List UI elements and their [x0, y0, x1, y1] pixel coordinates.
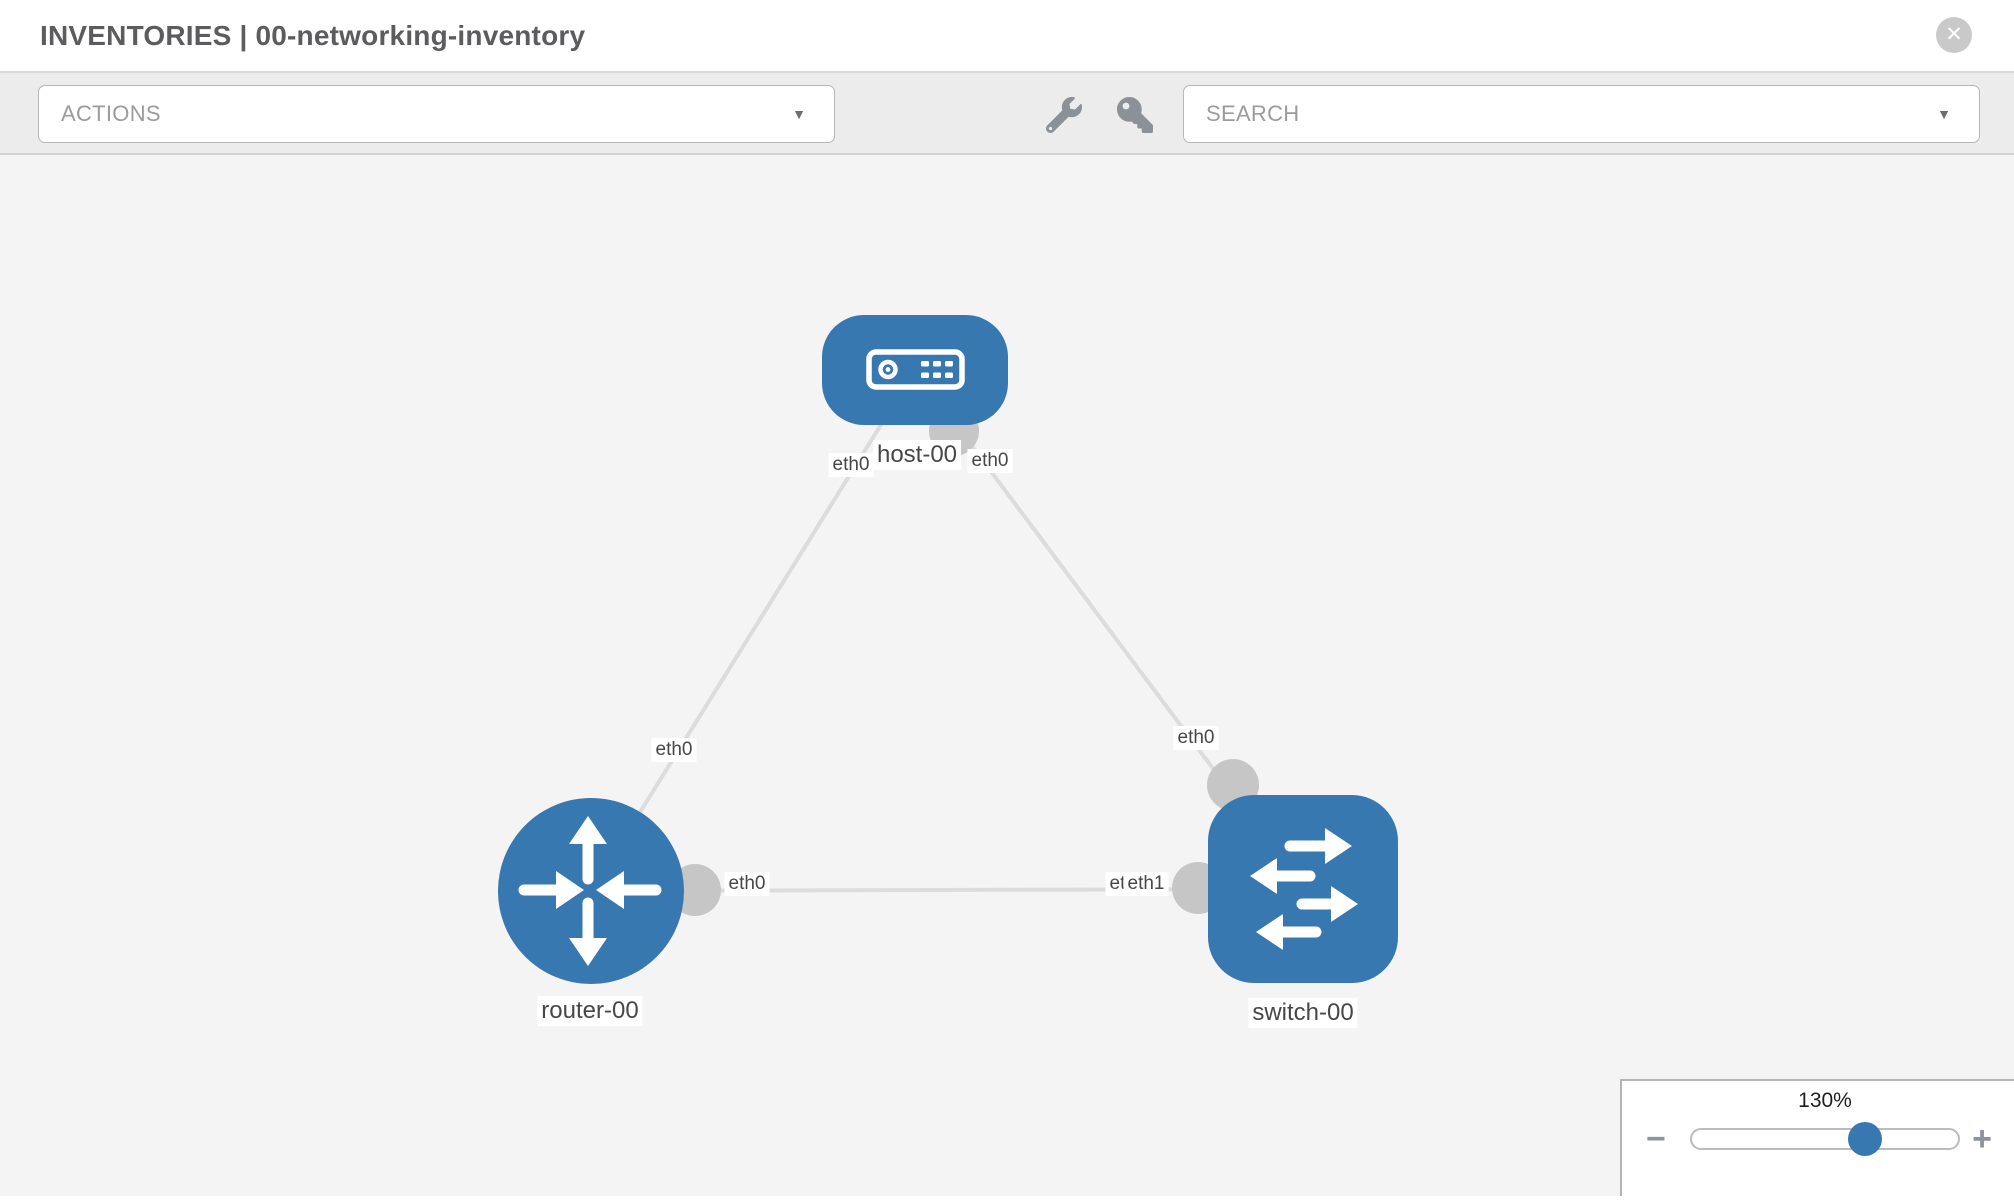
actions-dropdown[interactable]: ACTIONS ▼ — [38, 85, 835, 143]
zoom-level: 130% — [1798, 1089, 1852, 1112]
toolbar: ACTIONS ▼ SEARCH ▼ — [0, 73, 2014, 155]
zoom-out-button[interactable]: − — [1646, 1117, 1666, 1161]
node-switch-00[interactable] — [1208, 795, 1398, 983]
zoom-slider-handle[interactable] — [1848, 1122, 1882, 1156]
close-glyph: ✕ — [1945, 23, 1963, 46]
interface-label: eth0 — [724, 872, 770, 896]
minus-icon: − — [1646, 1120, 1666, 1158]
actions-dropdown-label: ACTIONS — [61, 101, 161, 126]
search-input-placeholder: SEARCH — [1206, 101, 1300, 126]
topology-canvas[interactable]: eth0 eth0 eth0 eth0 eth0 eth0 eth1 host-… — [0, 155, 2014, 1196]
close-icon[interactable]: ✕ — [1936, 17, 1972, 53]
search-dropdown[interactable]: SEARCH ▼ — [1183, 85, 1980, 143]
topology-graph — [498, 315, 1398, 984]
node-router-00[interactable] — [498, 798, 684, 984]
caret-down-icon: ▼ — [1937, 106, 1951, 122]
page-title: INVENTORIES | 00-networking-inventory — [40, 20, 586, 51]
node-host-00[interactable] — [822, 315, 1008, 425]
node-label-host: host-00 — [872, 440, 962, 470]
zoom-panel: 130% − + — [1620, 1079, 2014, 1196]
interface-label: eth0 — [828, 453, 874, 477]
key-icon — [1117, 97, 1153, 133]
interface-label: eth1 — [1123, 872, 1169, 896]
node-label-router: router-00 — [537, 996, 643, 1026]
wrench-icon — [1045, 97, 1082, 134]
caret-down-icon: ▼ — [792, 106, 806, 122]
configure-button[interactable] — [1045, 97, 1083, 134]
host-icon — [866, 349, 965, 390]
router-icon — [518, 816, 662, 966]
interface-label: eth0 — [967, 449, 1013, 473]
credentials-button[interactable] — [1116, 97, 1154, 133]
interface-label: eth0 — [1173, 726, 1219, 750]
header: INVENTORIES | 00-networking-inventory ✕ — [0, 0, 2014, 73]
zoom-slider-track[interactable] — [1690, 1122, 1960, 1156]
plus-icon: + — [1972, 1120, 1992, 1158]
zoom-in-button[interactable]: + — [1972, 1117, 1992, 1161]
interface-label: eth0 — [651, 738, 697, 762]
node-label-switch: switch-00 — [1248, 998, 1358, 1028]
switch-icon — [1250, 828, 1358, 950]
